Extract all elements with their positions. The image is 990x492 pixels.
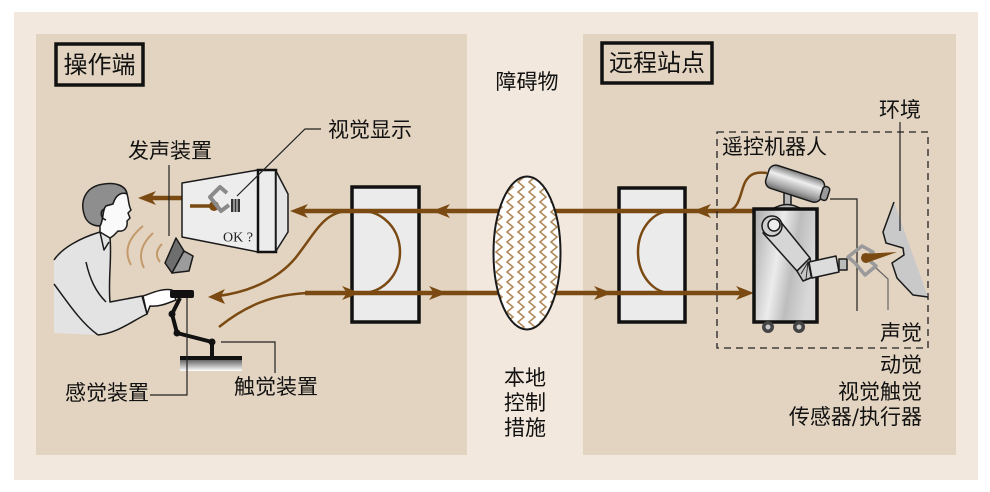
environment-edge — [882, 201, 929, 298]
operator-hand — [142, 288, 177, 315]
operator-shirt — [54, 232, 147, 335]
robot-gripper-lower-jaw — [853, 259, 878, 277]
robot-boundary-dashed — [716, 131, 929, 349]
vision-touch-label: 视觉触觉 — [838, 380, 922, 404]
arrowhead-left — [693, 204, 711, 218]
haptic-device-leader — [221, 341, 276, 373]
local-control-label: 本地 控制 措施 — [504, 366, 546, 440]
obstacle-label: 障碍物 — [496, 70, 559, 94]
local-control-line-1: 本地 — [504, 366, 546, 390]
arrowhead-right — [342, 286, 360, 300]
sound-wave — [140, 232, 154, 269]
environment-label: 环境 — [879, 98, 921, 122]
monitor-back — [275, 170, 289, 252]
haptic-joint — [208, 338, 216, 346]
obstacle-ellipse — [492, 175, 562, 331]
haptic-feedback-curve — [217, 209, 351, 298]
speaker-icon — [164, 237, 194, 274]
sensing-device-leader — [150, 298, 188, 396]
speaker-body — [171, 250, 194, 274]
remote-title-box: 远程站点 — [600, 41, 714, 85]
zigzag-line — [505, 177, 515, 329]
robot-wrist — [838, 258, 848, 271]
operator-loop-arc — [361, 209, 402, 295]
arrowhead-left — [432, 204, 450, 218]
kinesthesia-label: 动觉 — [880, 353, 922, 377]
arrowhead-right — [429, 286, 447, 300]
teleoperated-robot-label: 遥控机器人 — [722, 135, 827, 159]
monitor-ok-text: OK ? — [223, 231, 253, 246]
visual-display-leader — [236, 128, 321, 197]
zigzag-line — [516, 177, 526, 329]
remote-comm-block — [617, 186, 687, 324]
camera-leader — [830, 198, 858, 311]
robot-wheel-hub — [796, 324, 802, 330]
operator-title-border — [54, 42, 145, 87]
environment-surface — [883, 202, 928, 297]
zigzag-line — [527, 177, 537, 329]
sound-wave — [156, 243, 163, 263]
sensors-actuators-label: 传感器/执行器 — [789, 405, 922, 429]
monitor-bezel — [256, 168, 278, 254]
local-control-line-3: 措施 — [504, 416, 546, 440]
sensing-device-label: 感觉装置 — [65, 381, 149, 405]
sound-waves-icon — [126, 225, 163, 269]
haptic-command-curve — [218, 291, 311, 328]
camera-lens — [819, 185, 831, 202]
screen-gripper-spring — [231, 199, 240, 212]
operator-outline — [53, 231, 148, 336]
robot-tool-head — [861, 253, 871, 263]
robot-shoulder-inner — [767, 218, 781, 232]
arrowhead-right — [736, 286, 754, 300]
zigzag-line — [538, 177, 548, 329]
arrowhead-left — [138, 191, 156, 205]
haptic-joint — [168, 310, 176, 318]
remote-title: 远程站点 — [609, 49, 705, 77]
arrowhead-left — [290, 204, 308, 218]
robot-elbow-folds — [800, 261, 812, 280]
robot-forearm — [808, 255, 840, 279]
operator-comm-block — [350, 185, 421, 324]
operator-face — [99, 192, 132, 239]
haptic-joint — [173, 329, 181, 337]
remote-title-border — [600, 41, 714, 85]
sound-device-label: 发声装置 — [128, 139, 212, 163]
robot-wheel-hub — [765, 324, 771, 330]
screen-gripper-jaw — [208, 185, 231, 213]
operator-title: 操作端 — [64, 51, 136, 79]
operator-title-box: 操作端 — [54, 42, 145, 87]
gripper-icon — [190, 185, 246, 218]
camera-signal-curve — [727, 171, 768, 213]
screen-spring-detail — [233, 195, 246, 218]
haptic-handle — [170, 290, 194, 298]
sound-wave — [126, 225, 144, 266]
visual-display-label: 视觉显示 — [328, 118, 412, 142]
robot — [752, 207, 897, 333]
local-control-line-2: 控制 — [504, 391, 546, 415]
environment-object — [882, 201, 929, 298]
haptic-device — [168, 290, 242, 371]
visual-display-monitor: OK ? — [181, 168, 289, 254]
arrowhead-left — [208, 289, 225, 304]
haptic-device-label: 触觉装置 — [234, 375, 318, 399]
remote-loop-arc — [636, 209, 672, 295]
operator-person — [53, 182, 177, 336]
haptic-base — [180, 360, 242, 371]
obstacle-outline — [492, 175, 562, 331]
arrowhead-right — [594, 286, 612, 300]
gripper-leader — [875, 267, 889, 310]
operator-ear — [100, 208, 107, 221]
haptic-base-top — [180, 356, 242, 360]
audition-label: 声觉 — [880, 321, 922, 345]
robot-tool-tip — [862, 252, 897, 263]
